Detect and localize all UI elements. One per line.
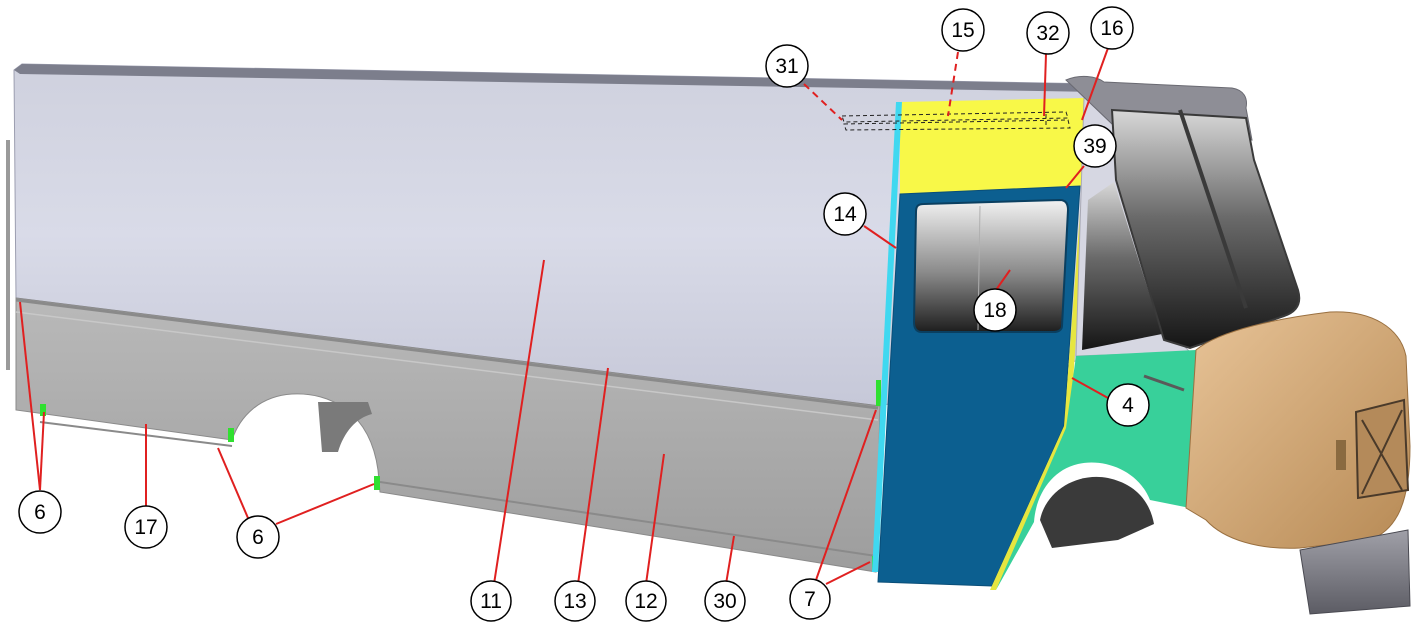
callout-39: 39: [1073, 124, 1117, 168]
callout-label: 17: [134, 516, 157, 539]
lower-rail-rear: [379, 481, 877, 557]
leader-6b-1: [217, 447, 249, 519]
trim-marker: [228, 428, 234, 442]
callout-label: 32: [1036, 22, 1059, 45]
rear-door-edge: [6, 140, 10, 370]
callout-label: 18: [983, 299, 1006, 322]
callout-31: 31: [765, 44, 809, 88]
callout-label: 4: [1122, 394, 1134, 417]
trim-marker: [40, 404, 46, 416]
callout-14: 14: [823, 192, 867, 236]
callout-6-rear: 6: [18, 490, 62, 534]
headlamp: [1336, 440, 1346, 470]
callout-12: 12: [625, 580, 667, 622]
callout-label: 11: [480, 590, 502, 613]
callout-label: 31: [775, 55, 798, 78]
wheel-well-inner: [318, 402, 372, 452]
belt-rail: [15, 298, 879, 410]
lower-rail-front: [39, 421, 233, 447]
leader-6b-2: [275, 483, 375, 525]
callout-circle: [1026, 11, 1070, 55]
leader-13: [577, 367, 609, 585]
front-bumper: [1299, 529, 1411, 615]
callout-18: 18: [973, 288, 1017, 332]
door-edge-trim: [872, 102, 902, 572]
callout-label: 6: [34, 501, 46, 524]
callout-label: 16: [1100, 17, 1123, 40]
callout-label: 15: [951, 19, 974, 42]
leader-31: [803, 83, 843, 121]
callout-4: 4: [1106, 383, 1150, 427]
hidden-part-outlines: [841, 111, 1071, 131]
lower-side-panel: [15, 297, 881, 573]
callout-30: 30: [704, 580, 746, 622]
leader-12: [645, 453, 665, 585]
callout-circle: [704, 580, 746, 622]
hidden-outline-upper: [841, 111, 1069, 123]
callout-circle: [789, 578, 831, 620]
callout-32: 32: [1026, 11, 1070, 55]
cargo-body: [6, 63, 1101, 573]
callout-circle: [823, 192, 867, 236]
grille-cross: [1361, 409, 1403, 495]
leader-lines: [19, 47, 1109, 585]
callout-15: 15: [941, 8, 985, 52]
callout-label: 7: [804, 588, 816, 611]
leader-7-2: [825, 561, 871, 585]
hidden-outline-lower: [843, 119, 1071, 131]
leader-18: [995, 269, 1011, 291]
leader-16: [1081, 47, 1109, 121]
callout-13: 13: [554, 580, 596, 622]
cab: [872, 75, 1411, 615]
callout-circle: [1106, 383, 1150, 427]
mirror-arm: [1143, 374, 1185, 392]
callout-circle: [124, 505, 168, 549]
callout-label: 12: [634, 590, 657, 613]
callout-16: 16: [1090, 6, 1134, 50]
quarter-glass: [1082, 182, 1162, 350]
callout-circle: [1073, 124, 1117, 168]
door-window: [912, 198, 1070, 333]
leader-14: [863, 225, 897, 249]
front-wheel: [1040, 476, 1154, 548]
callout-circle: [941, 8, 985, 52]
roof-rail: [14, 64, 1100, 92]
callout-circle: [973, 288, 1017, 332]
callout-7: 7: [789, 578, 831, 620]
callout-circle: [470, 580, 512, 622]
trim-marker: [374, 476, 380, 490]
leader-32: [1043, 53, 1047, 117]
windshield: [1110, 108, 1301, 350]
callout-label: 14: [833, 203, 857, 226]
callout-label: 6: [252, 526, 264, 549]
front-nose-cover: [1185, 311, 1411, 549]
callout-circle: [236, 515, 280, 559]
header-panel: [900, 98, 1084, 194]
callout-6-wheel: 6: [236, 515, 280, 559]
leader-6a-2: [39, 411, 45, 491]
trim-marker: [876, 380, 881, 406]
callouts: 31 15 32 16 39 14 18 4: [18, 6, 1150, 622]
leader-39: [1065, 165, 1085, 189]
windshield-divider: [1178, 109, 1248, 309]
leader-4: [1071, 377, 1109, 399]
callout-circle: [1090, 6, 1134, 50]
leader-7-1: [815, 409, 877, 581]
callout-17: 17: [124, 505, 168, 549]
callout-label: 30: [713, 590, 736, 613]
callout-label: 13: [563, 590, 586, 613]
leader-6a-1: [19, 301, 41, 491]
leader-11: [493, 259, 545, 585]
callout-11: 11: [470, 580, 512, 622]
callout-circle: [18, 490, 62, 534]
belt-rail-highlight: [15, 311, 879, 421]
leader-15: [947, 51, 959, 117]
callout-label: 39: [1083, 135, 1106, 158]
callout-circle: [625, 580, 667, 622]
callout-circle: [554, 580, 596, 622]
callout-circle: [765, 44, 809, 88]
leader-30: [725, 535, 735, 585]
